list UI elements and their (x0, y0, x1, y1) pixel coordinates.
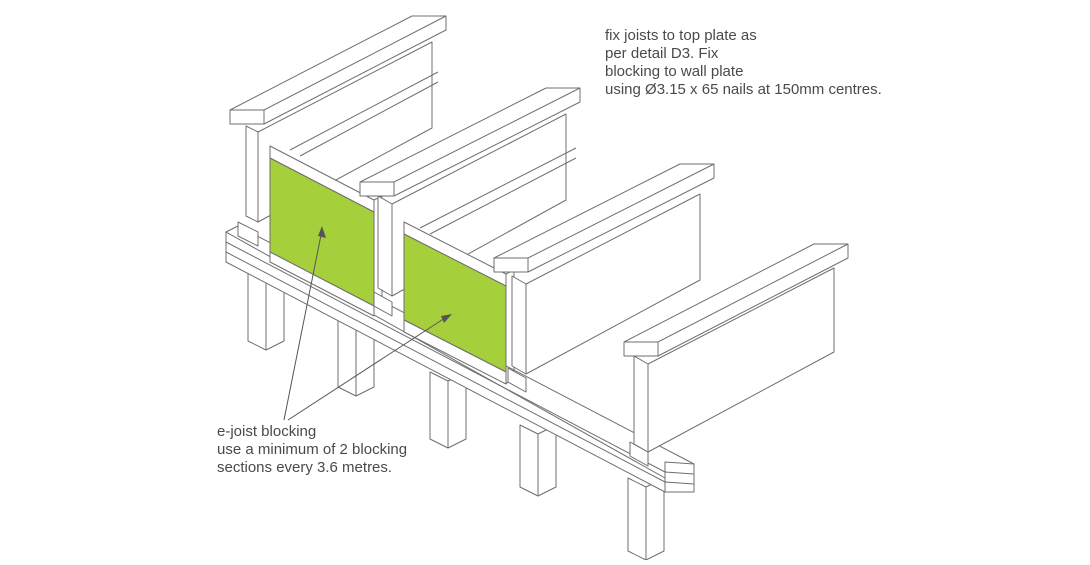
fixing-note-line: per detail D3. Fix (605, 45, 719, 62)
blocking-note-line: use a minimum of 2 blocking (217, 441, 408, 458)
support-post (429, 371, 467, 449)
support-post (627, 477, 665, 561)
fixing-note-line: fix joists to top plate as (605, 27, 757, 44)
e-joist (623, 243, 849, 467)
support-post (247, 271, 285, 351)
blocking-note-line: sections every 3.6 metres. (217, 459, 393, 476)
fixing-note-line: blocking to wall plate (605, 63, 744, 80)
support-post (519, 424, 557, 497)
fixing-note-line: using Ø3.15 x 65 nails at 150mm centres. (605, 81, 882, 98)
blocking-note: e-joist blocking use a minimum of 2 bloc… (217, 423, 407, 477)
e-joist (419, 147, 715, 393)
fixing-note: fix joists to top plate as per detail D3… (605, 27, 882, 99)
blocking-note-line: e-joist blocking (217, 423, 317, 440)
e-joist-blocking (403, 221, 515, 385)
leader-lines (283, 226, 452, 421)
